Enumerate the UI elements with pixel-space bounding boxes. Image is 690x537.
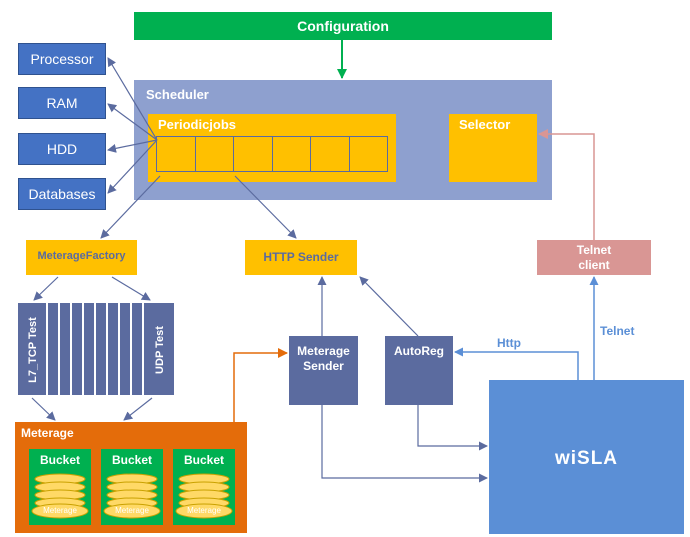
arrow-l7-meterage <box>31 397 56 421</box>
meterage-sender-line1: Meterage <box>297 344 350 358</box>
job-slot <box>311 137 350 171</box>
job-slot <box>350 137 388 171</box>
test-slot <box>47 302 59 396</box>
bucket: Bucket Meterage <box>29 449 91 525</box>
periodicjobs-box: Periodicjobs <box>148 114 396 182</box>
http-edge-label: Http <box>497 336 521 350</box>
meterage-sender-line2: Sender <box>303 359 344 373</box>
arrow-meterage-sender <box>233 348 288 422</box>
configuration-box: Configuration <box>134 12 552 40</box>
test-slot <box>107 302 119 396</box>
bucket: Bucket Meterage <box>101 449 163 525</box>
arrow-autoreg-httpsender <box>359 276 419 337</box>
scheduler-label: Scheduler <box>146 87 209 102</box>
periodicjobs-label: Periodicjobs <box>158 117 237 132</box>
telnet-client-line1: Telnet <box>576 243 612 257</box>
http-sender-label: HTTP Sender <box>263 250 339 264</box>
job-slots <box>156 136 388 172</box>
http-sender-box: HTTP Sender <box>245 240 357 275</box>
arrow-wisla-autoreg <box>454 347 579 380</box>
arrow-factory-udp <box>111 276 151 301</box>
meterage-factory-label: MeterageFactory <box>37 250 126 262</box>
test-slot <box>59 302 71 396</box>
ram-label: RAM <box>46 95 78 111</box>
test-slot <box>71 302 83 396</box>
meterage-label: Meterage <box>21 426 74 440</box>
hdd-box: HDD <box>18 133 106 165</box>
arrow-sender-wisla <box>321 405 488 483</box>
autoreg-label: AutoReg <box>394 344 444 358</box>
disk-stack <box>103 473 161 519</box>
job-slot <box>273 137 311 171</box>
meterage-sender-box: Meterage Sender <box>289 336 358 405</box>
arrow-autoreg-wisla <box>417 405 488 451</box>
udp-test-label: UDP Test <box>154 326 166 374</box>
telnet-client-line2: client <box>578 258 610 272</box>
ram-box: RAM <box>18 87 106 119</box>
telnet-client-box: Telnet client <box>537 240 651 275</box>
disk-stack <box>175 473 233 519</box>
disk-label: Meterage <box>115 506 149 515</box>
telnet-edge-label: Telnet <box>600 324 635 338</box>
job-slot <box>234 137 273 171</box>
disk-label: Meterage <box>187 506 221 515</box>
processor-box: Processor <box>18 43 106 75</box>
selector-label: Selector <box>459 117 511 132</box>
job-slot <box>157 137 196 171</box>
test-slot <box>119 302 131 396</box>
selector-box: Selector <box>449 114 537 182</box>
bucket-label: Bucket <box>39 453 80 467</box>
udp-test-box: UDP Test <box>143 302 175 396</box>
arrow-factory-l7 <box>33 276 59 301</box>
test-slot <box>95 302 107 396</box>
databases-label: Databases <box>28 186 96 202</box>
disk-label: Meterage <box>43 506 77 515</box>
meterage-factory-box: MeterageFactory <box>26 240 137 275</box>
wisla-box: wiSLA <box>489 380 684 534</box>
autoreg-box: AutoReg <box>385 336 453 405</box>
processor-label: Processor <box>30 51 94 67</box>
test-slot <box>83 302 95 396</box>
l7-tcp-test-label: L7_TCP Test <box>27 317 39 383</box>
job-slot <box>196 137 234 171</box>
bucket-label: Bucket <box>111 453 152 467</box>
databases-box: Databases <box>18 178 106 210</box>
hdd-label: HDD <box>46 141 78 157</box>
disk-stack <box>31 473 89 519</box>
test-slot <box>131 302 143 396</box>
l7-tcp-test-box: L7_TCP Test <box>17 302 47 396</box>
bucket-label: Bucket <box>183 453 224 467</box>
arrow-udp-meterage <box>123 397 153 421</box>
wisla-label: wiSLA <box>554 448 619 469</box>
configuration-label: Configuration <box>297 18 389 34</box>
test-bank: L7_TCP Test UDP Test <box>17 302 175 396</box>
bucket: Bucket Meterage <box>173 449 235 525</box>
